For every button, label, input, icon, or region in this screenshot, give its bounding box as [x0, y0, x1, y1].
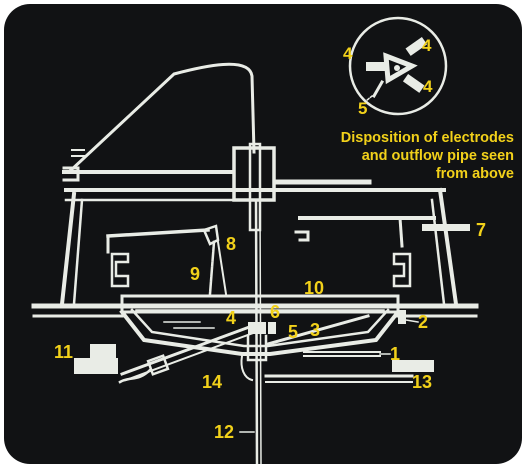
caption-line-2: and outflow pipe seen	[362, 148, 514, 164]
top-view-inset: 4 4 4 5	[343, 16, 448, 118]
label-13: 13	[412, 372, 432, 392]
label-4: 4	[226, 308, 236, 328]
frame-leg-right	[437, 187, 459, 307]
inset-outflow-pipe	[371, 79, 385, 99]
electrode-3	[266, 314, 370, 346]
label-5: 5	[288, 322, 298, 342]
outflow-pipe-12b	[259, 199, 262, 464]
inset-circle	[348, 16, 448, 116]
central-housing	[232, 146, 276, 202]
label-12: 12	[214, 422, 234, 442]
left-arm	[106, 228, 210, 238]
inset-label-4-right: 4	[423, 77, 433, 96]
hanging-wire-9	[208, 240, 216, 296]
inset-electrode-upper-right	[405, 36, 428, 56]
cable-connector	[146, 354, 170, 376]
overhead-frame	[59, 62, 459, 307]
arched-cable	[66, 62, 256, 175]
right-post	[392, 252, 412, 288]
label-6: 6	[270, 302, 280, 322]
leader-2	[405, 319, 419, 323]
right-arm-drop	[398, 216, 404, 248]
right-block	[392, 360, 434, 372]
bar-7	[422, 224, 470, 231]
electrode-5	[268, 322, 276, 334]
label-14: 14	[202, 372, 222, 392]
label-7: 7	[476, 220, 486, 240]
hanging-wire-9b	[216, 240, 228, 296]
left-post	[110, 252, 130, 288]
label-1: 1	[390, 344, 400, 364]
block-11-top	[90, 344, 116, 358]
inset-label-4-top: 4	[422, 36, 432, 55]
label-2: 2	[418, 312, 428, 332]
cable-bracket	[62, 166, 80, 182]
diagram-slide: 4 4 4 5 Disposition of electrodes and ou…	[4, 4, 522, 464]
block-11	[74, 358, 118, 374]
label-3: 3	[310, 320, 320, 340]
inset-vessel-triangle	[383, 52, 418, 85]
basin-side-2	[398, 310, 406, 324]
frame-leg-left-inner	[72, 198, 84, 306]
electrode-holder-8	[202, 224, 220, 246]
inset-electrode-lower-right	[402, 73, 425, 93]
caption-line-1: Disposition of electrodes	[341, 130, 514, 146]
label-10: 10	[304, 278, 324, 298]
label-9: 9	[190, 264, 200, 284]
label-8: 8	[226, 234, 236, 254]
left-side-mark	[71, 149, 85, 157]
inset-label-4-left: 4	[343, 44, 353, 63]
cable-tail	[118, 368, 152, 384]
inset-electrode-left	[366, 62, 386, 71]
bottom-plate-1	[303, 351, 381, 357]
cable-11	[120, 324, 254, 376]
pipe-bend-14	[240, 354, 254, 382]
inset-label-5: 5	[358, 99, 367, 118]
right-arm-clip	[294, 230, 310, 242]
inset-leader-line	[364, 94, 374, 103]
label-11: 11	[54, 342, 73, 362]
apparatus-diagram: 4 4 4 5 Disposition of electrodes and ou…	[31, 16, 514, 464]
frame-leg-left	[59, 191, 77, 307]
inset-center-dot	[394, 65, 400, 71]
caption-line-3: from above	[436, 166, 514, 182]
